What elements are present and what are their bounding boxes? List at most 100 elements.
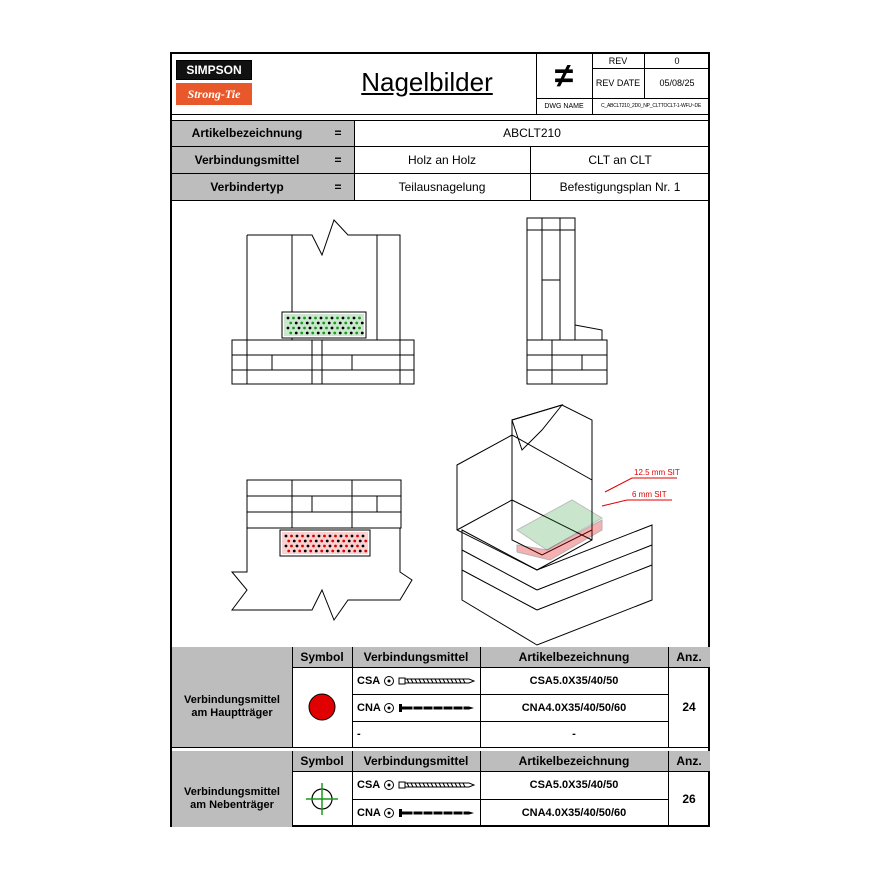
fastener-dot: [339, 544, 343, 548]
fastener-dot: [345, 534, 348, 538]
fastener-dot: [300, 331, 304, 335]
fastener-dot: [352, 326, 356, 330]
fastener-dot: [303, 316, 306, 320]
rev-label: REV: [608, 56, 628, 66]
fastener-dot: [287, 549, 291, 553]
fastener-dot: [292, 549, 296, 553]
eq-sign-3: =: [334, 179, 342, 194]
fastener-dot: [347, 326, 350, 330]
table1-group-label-line1: Verbindungsmittel: [184, 694, 280, 706]
cna-nail-icon: [384, 808, 474, 818]
table1-group-label: Verbindungsmittel am Hauptträger: [172, 667, 292, 747]
fastener-dot: [316, 321, 320, 325]
page-title: Nagelbilder: [361, 66, 493, 97]
fastener-dot: [347, 539, 351, 543]
fastener-dot: [317, 544, 321, 548]
fastener-dot: [358, 549, 362, 553]
fastener-dot: [297, 316, 301, 320]
fastener-dot: [297, 326, 301, 330]
fastener-dot: [325, 549, 329, 553]
fastener-dot: [355, 331, 359, 335]
fastener-dot: [320, 549, 324, 553]
fastener-dot: [322, 321, 326, 325]
table2-row1-fastener: CSA: [352, 771, 480, 799]
fastener-dot: [284, 544, 288, 548]
table1-qty: 24: [682, 700, 696, 714]
value-clt-an-clt: CLT an CLT: [588, 152, 652, 167]
fastener-dot: [360, 331, 364, 335]
fastener-dot: [287, 539, 291, 543]
fastener-dot: [295, 544, 299, 548]
fastener-dot: [314, 326, 317, 330]
fastener-dot: [342, 549, 346, 553]
fastener-dot: [341, 326, 345, 330]
fastener-dot: [314, 549, 318, 553]
table1-row2-fastener: CNA: [352, 694, 480, 721]
fastener-dot: [341, 316, 345, 320]
fastener-dot: [298, 539, 302, 543]
fastener-dot: [364, 539, 368, 543]
table2-group-label-line2: am Nebenträger: [190, 799, 274, 811]
table1-header-qty: Anz.: [676, 650, 702, 664]
fastener-dot: [303, 549, 307, 553]
table2-group-label-line1: Verbindungsmittel: [184, 786, 280, 798]
fastener-dot: [289, 321, 293, 325]
rev-date-value: 05/08/25: [659, 78, 695, 88]
table2-header-qty: Anz.: [676, 754, 702, 768]
simpson-logo: SIMPSON Strong-Tie: [176, 60, 252, 106]
fastener-dot: [358, 539, 362, 543]
fastener-dot: [303, 326, 306, 330]
fastener-dot: [342, 539, 346, 543]
rev-value: 0: [674, 56, 680, 66]
fastener-dot: [286, 326, 290, 330]
callouts: [601, 477, 677, 507]
fastener-dot: [358, 316, 361, 320]
fastener-dot: [292, 539, 296, 543]
fastener-dot: [330, 316, 334, 320]
fastener-dot: [361, 534, 365, 538]
table2-symbol-cell: [292, 771, 352, 827]
value-befestigungsplan: Befestigungsplan Nr. 1: [530, 173, 710, 200]
fastener-dot: [338, 321, 342, 325]
fastener-dot: [323, 544, 326, 548]
fastener-dot: [350, 534, 354, 538]
fastener-dot: [289, 331, 293, 335]
table1-symbol-cell: [292, 667, 352, 747]
logo-strong-tie: Strong-Tie: [176, 83, 252, 105]
table1-header-fastener: Verbindungsmittel: [363, 650, 469, 664]
fastener-dot: [353, 539, 357, 543]
table2-header-symbol: Symbol: [300, 754, 344, 768]
fastener-dot: [336, 549, 340, 553]
fastener-dot: [295, 534, 299, 538]
fastener-dot: [314, 316, 317, 320]
callout-6-mm-sit: 6 mm SIT: [632, 490, 667, 499]
fastener-dot: [344, 331, 348, 335]
fastener-dot: [320, 539, 324, 543]
dwg-name-value: C_ABCLT210_2D0_NP_CLTTOCLT-1-WFU~DE: [600, 103, 702, 109]
fastener-dot: [306, 544, 310, 548]
fastener-dot: [333, 331, 337, 335]
fastener-dot: [309, 549, 313, 553]
fastener-dot: [364, 549, 368, 553]
table1-row1-article: CSA5.0X35/40/50: [529, 674, 619, 687]
front-view-fastener-dots: [286, 316, 364, 335]
table2-row1-fastener-label: CSA: [357, 779, 381, 791]
fastener-dot: [356, 544, 359, 548]
fastener-dot: [300, 321, 304, 325]
fastener-dot: [353, 549, 357, 553]
value-holz-an-holz: Holz an Holz: [407, 152, 477, 167]
fastener-dot: [361, 544, 365, 548]
csa-screw-icon: [384, 675, 475, 686]
technical-drawing: 12.5 mm SIT 6 mm SIT: [230, 217, 680, 646]
table2-header-article: Artikelbezeichnung: [518, 754, 630, 768]
fastener-dot: [331, 539, 335, 543]
fastener-dot: [334, 544, 337, 548]
fastener-dot: [328, 534, 332, 538]
fastener-dot: [347, 316, 350, 320]
fastener-dot: [336, 539, 340, 543]
fastener-dot: [290, 534, 293, 538]
fastener-dot: [301, 534, 304, 538]
fastener-dot: [338, 331, 342, 335]
fastener-dot: [350, 544, 354, 548]
fastener-dot: [312, 534, 315, 538]
